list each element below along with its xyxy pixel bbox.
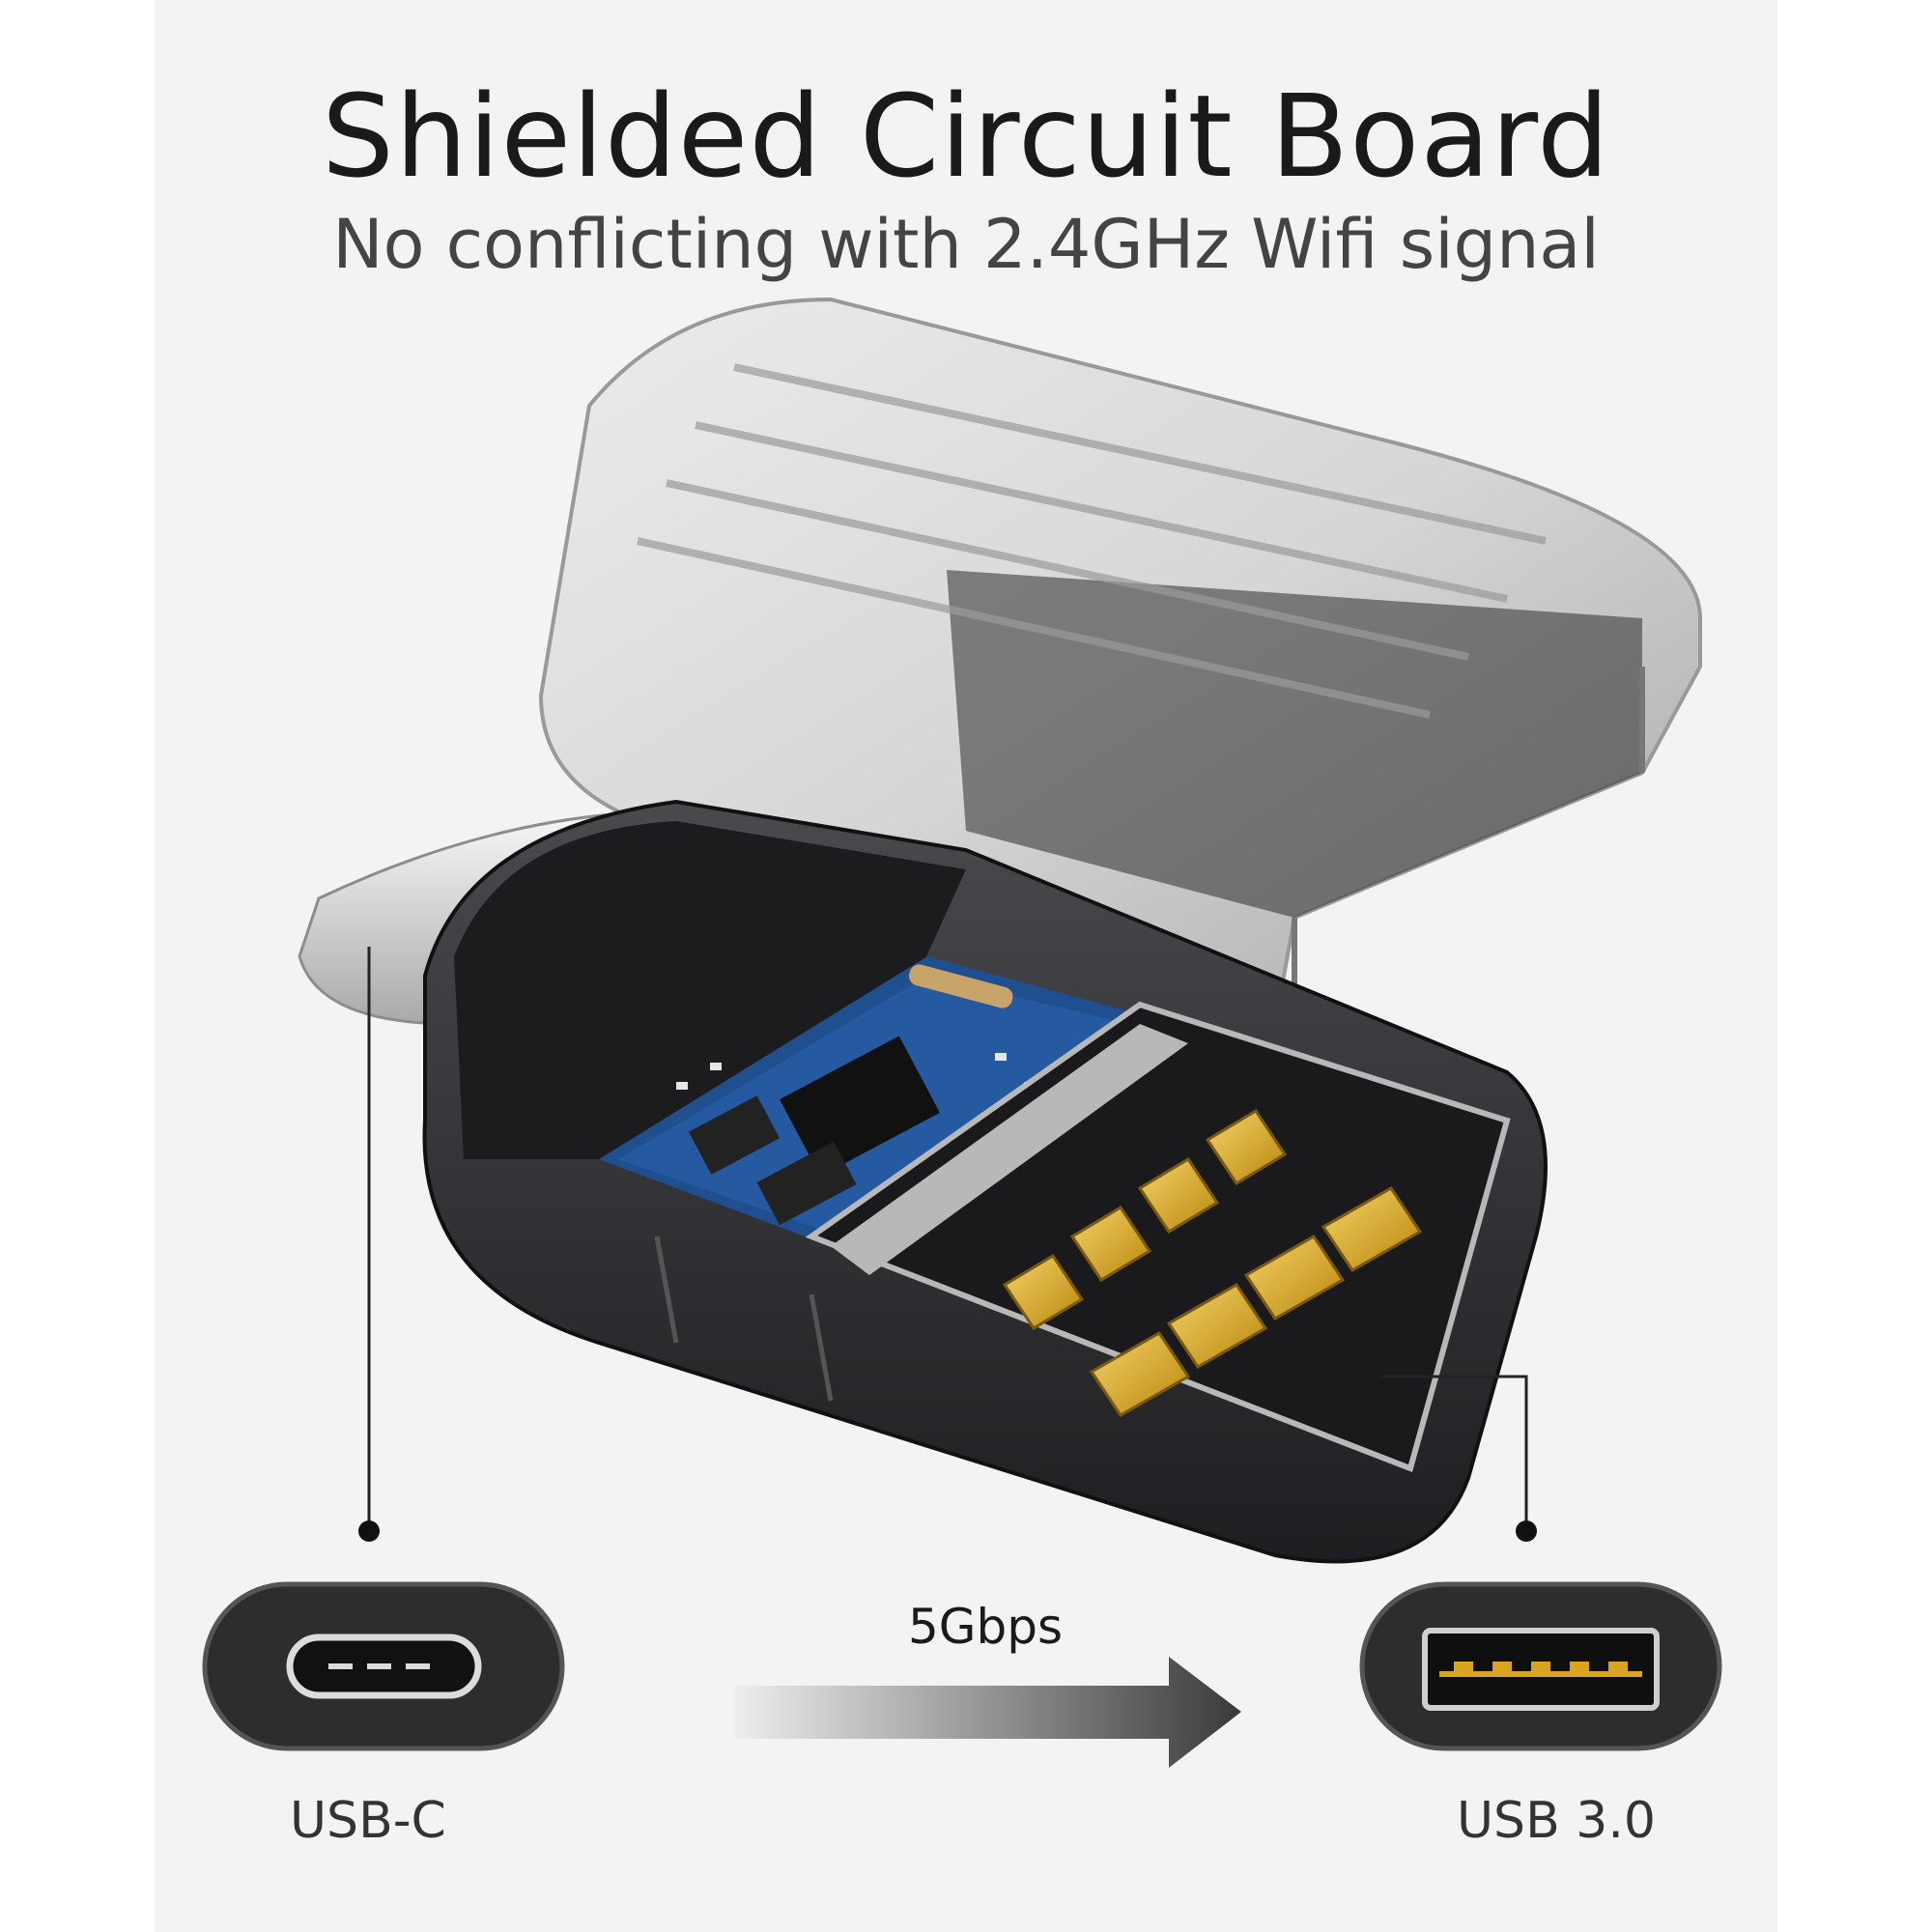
page-title: Shielded Circuit Board: [322, 70, 1610, 203]
usb3-label: USB 3.0: [1457, 1792, 1656, 1850]
usb-c-label: USB-C: [290, 1792, 446, 1850]
arrow-right-icon: [734, 1657, 1241, 1768]
usb-a-socket: [805, 1001, 1511, 1472]
usb3-pointer-dot: [1516, 1520, 1537, 1542]
speed-label: 5Gbps: [908, 1599, 1064, 1655]
usb-c-pointer-dot: [358, 1520, 380, 1542]
usb-a-port-icon: [1359, 1581, 1722, 1751]
leader-lines: [367, 947, 1528, 1531]
circuit-board: [599, 956, 1140, 1246]
page-subtitle: No conflicting with 2.4GHz Wifi signal: [332, 205, 1600, 284]
usb-c-port-icon: [202, 1581, 565, 1751]
